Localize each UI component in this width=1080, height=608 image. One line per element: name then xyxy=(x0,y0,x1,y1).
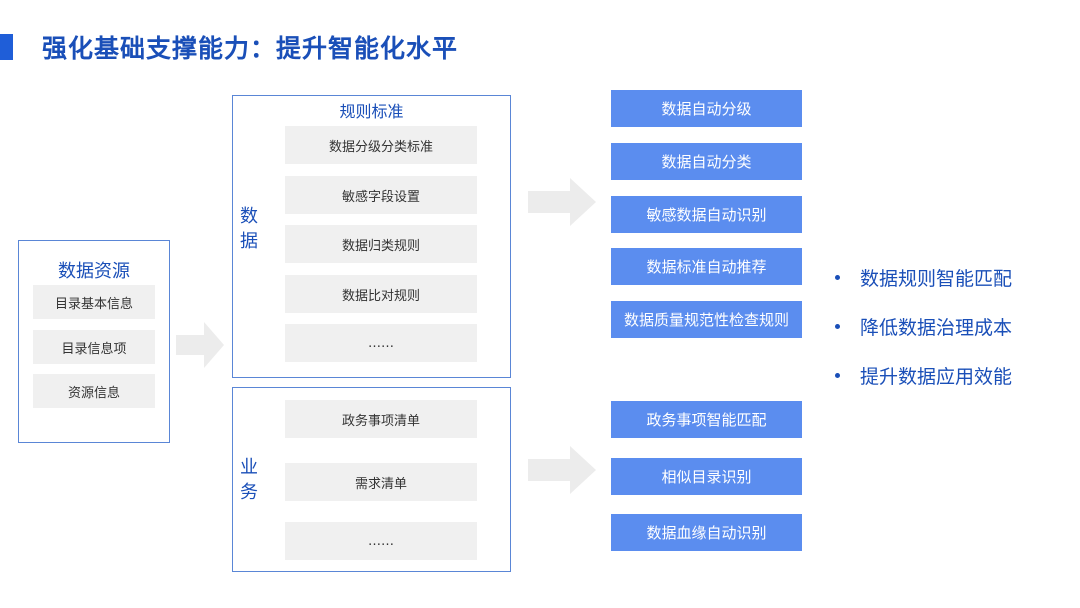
data-rules-frame: 规则标准 数 据 数据分级分类标准 敏感字段设置 数据归类规则 数据比对规则 …… xyxy=(232,95,511,378)
data-output-box: 数据标准自动推荐 xyxy=(611,248,802,285)
business-item: 政务事项清单 xyxy=(285,400,477,438)
arrow-right-icon xyxy=(528,178,596,226)
data-rule-item: 数据分级分类标准 xyxy=(285,126,477,164)
data-resources-title: 数据资源 xyxy=(58,261,130,282)
page-title: 强化基础支撑能力：提升智能化水平 xyxy=(42,34,459,63)
data-output-box: 数据质量规范性检查规则 xyxy=(611,301,802,338)
rules-standard-label: 规则标准 xyxy=(339,102,404,121)
title-accent-bar xyxy=(0,34,13,60)
data-rule-item: …… xyxy=(285,324,477,362)
data-output-box: 数据自动分级 xyxy=(611,90,802,127)
data-output-box: 敏感数据自动识别 xyxy=(611,196,802,233)
benefit-item: 数据规则智能匹配 xyxy=(835,264,1012,291)
data-vertical-label: 数 据 xyxy=(240,206,258,252)
bullet-dot-icon xyxy=(835,275,840,280)
resource-item: 资源信息 xyxy=(33,374,155,408)
bullet-dot-icon xyxy=(835,324,840,329)
resource-item: 目录信息项 xyxy=(33,330,155,364)
data-resources-frame: 数据资源 目录基本信息 目录信息项 资源信息 xyxy=(18,240,170,443)
business-output-box: 相似目录识别 xyxy=(611,458,802,495)
benefit-item: 提升数据应用效能 xyxy=(835,362,1012,389)
data-rule-item: 数据归类规则 xyxy=(285,225,477,263)
benefit-item: 降低数据治理成本 xyxy=(835,313,1012,340)
business-frame: 业 务 政务事项清单 需求清单 …… xyxy=(232,387,511,572)
business-output-box: 政务事项智能匹配 xyxy=(611,401,802,438)
business-vertical-label: 业 务 xyxy=(240,457,258,503)
arrow-right-icon xyxy=(176,322,224,368)
data-rule-item: 数据比对规则 xyxy=(285,275,477,313)
bullet-dot-icon xyxy=(835,373,840,378)
data-output-box: 数据自动分类 xyxy=(611,143,802,180)
business-item: …… xyxy=(285,522,477,560)
resource-item: 目录基本信息 xyxy=(33,285,155,319)
business-item: 需求清单 xyxy=(285,463,477,501)
data-rule-item: 敏感字段设置 xyxy=(285,176,477,214)
business-output-box: 数据血缘自动识别 xyxy=(611,514,802,551)
arrow-right-icon xyxy=(528,446,596,494)
